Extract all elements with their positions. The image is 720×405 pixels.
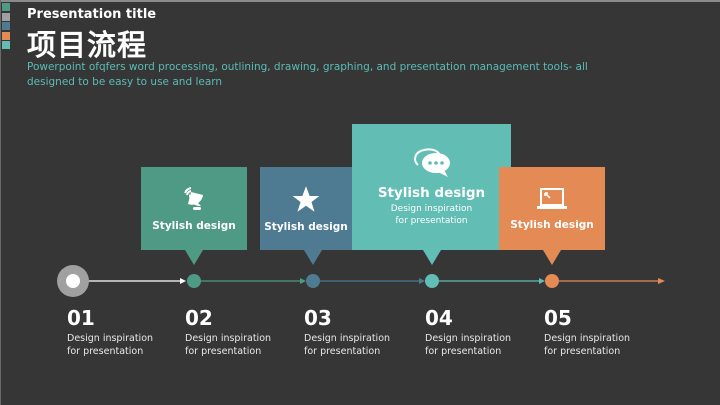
step-line2: for presentation <box>67 346 144 357</box>
timeline-dot-2 <box>187 274 201 288</box>
color-swatch-green <box>2 3 10 11</box>
timeline-dot-5 <box>545 274 559 288</box>
card-label: Stylish design <box>510 218 594 231</box>
timeline-segment <box>200 278 306 284</box>
top-border <box>0 0 720 2</box>
timeline-segment <box>439 278 545 284</box>
timeline-segment <box>320 278 425 284</box>
card-3: Stylish design Design inspiration for pr… <box>352 124 511 250</box>
timeline-dot-1-inner <box>66 274 80 288</box>
step-number: 02 <box>185 306 213 330</box>
card-1: Stylish design <box>141 167 247 250</box>
step-number: 03 <box>304 306 332 330</box>
step-line1: Design inspiration <box>185 333 272 344</box>
timeline-dot-4 <box>425 274 439 288</box>
presentation-title: Presentation title <box>27 7 157 22</box>
step-line1: Design inspiration <box>425 333 512 344</box>
left-border <box>0 0 1 405</box>
timeline-dot-3 <box>306 274 320 288</box>
card-sub: Design inspiration for presentation <box>390 204 473 226</box>
satellite-dish-icon <box>184 186 203 210</box>
card-2: Stylish design <box>260 167 360 250</box>
step-desc: Design inspiration for presentation <box>304 332 390 358</box>
description: Powerpoint ofqfers word processing, outl… <box>27 61 588 88</box>
timeline <box>57 265 665 297</box>
step-line2: for presentation <box>304 346 381 357</box>
color-swatch-teal <box>2 41 10 49</box>
step-line2: for presentation <box>185 346 262 357</box>
card-label: Stylish design <box>152 219 236 232</box>
color-swatch-blue <box>2 22 10 30</box>
page-title: 项目流程 <box>27 28 148 62</box>
step-number: 01 <box>67 306 95 330</box>
color-swatch-gray <box>2 13 10 21</box>
timeline-segment <box>559 278 665 284</box>
step-desc: Design inspiration for presentation <box>544 332 630 358</box>
timeline-segment <box>80 278 186 284</box>
star-icon <box>292 185 320 212</box>
card-4: Stylish design <box>499 167 605 250</box>
step-line2: for presentation <box>544 346 621 357</box>
step-desc: Design inspiration for presentation <box>67 332 153 358</box>
step-desc: Design inspiration for presentation <box>425 332 511 358</box>
color-swatch-orange <box>2 32 10 40</box>
step-line2: for presentation <box>425 346 502 357</box>
card-label: Stylish design <box>377 185 486 201</box>
pointer-4 <box>543 250 561 265</box>
pointer-2 <box>304 250 322 265</box>
step-line1: Design inspiration <box>304 333 391 344</box>
pointer-3 <box>423 250 441 265</box>
step-line1: Design inspiration <box>544 333 631 344</box>
step-number: 04 <box>425 306 453 330</box>
step-desc: Design inspiration for presentation <box>185 332 271 358</box>
pointer-1 <box>185 250 203 265</box>
step-number: 05 <box>544 306 572 330</box>
step-line1: Design inspiration <box>67 333 154 344</box>
card-label: Stylish design <box>264 220 348 233</box>
chat-bubbles-icon <box>413 148 450 177</box>
laptop-icon <box>537 187 567 209</box>
